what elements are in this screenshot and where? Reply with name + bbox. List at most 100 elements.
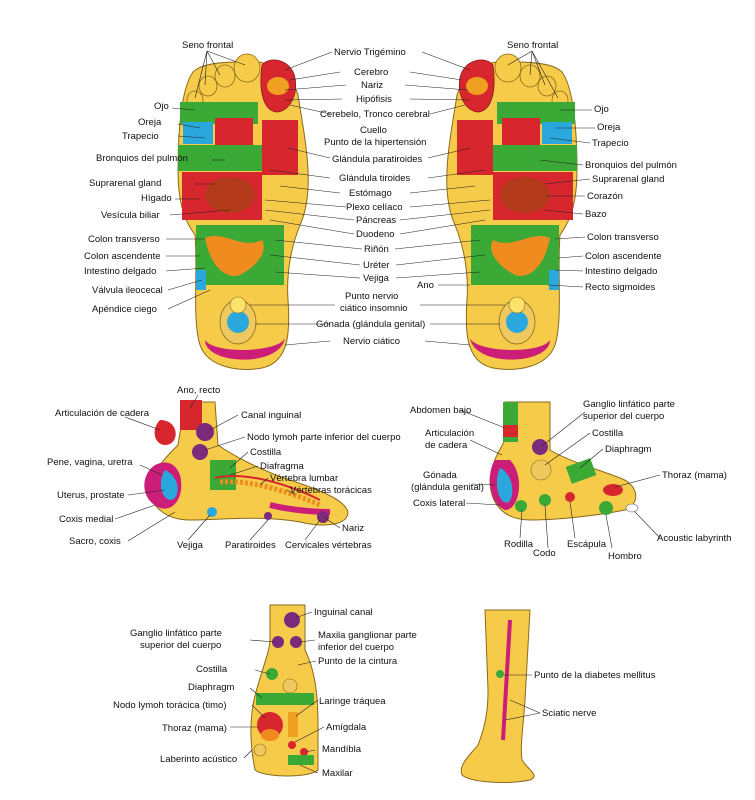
labels-center: Nervio Trigémino Cerebro Nariz Hipófisis… (316, 47, 430, 347)
label-coxis-medial: Coxis medial (59, 514, 113, 525)
label-cervicales: Cervicales vértebras (285, 540, 372, 551)
label-vejiga-inner: Vejiga (177, 540, 204, 551)
label-rinon: Riñón (364, 244, 389, 255)
labels-right-sole: Seno frontal Ojo Oreja Trapecio Bronquio… (417, 40, 677, 293)
label-corazon: Corazón (587, 191, 623, 202)
right-sole (446, 53, 578, 370)
label-canal-inguinal: Canal inguinal (241, 410, 301, 421)
label-oreja-right: Oreja (597, 122, 621, 133)
label-hombro: Hombro (608, 551, 642, 562)
label-costilla-outer: Costilla (592, 428, 624, 439)
label-diaphragm-top: Diaphragm (188, 682, 235, 693)
label-gonada-sole: Gónada (glándula genital) (316, 319, 425, 330)
label-colon-transverso-left: Colon transverso (88, 234, 160, 245)
label-sacro: Sacro, coxis (69, 536, 121, 547)
labels-outer-foot: Abdomen bajo Ganglio linfático parte sup… (410, 399, 731, 562)
label-codo: Codo (533, 548, 556, 559)
label-rodilla: Rodilla (504, 539, 534, 550)
label-punto-nervio: Punto nervio (345, 291, 398, 302)
label-colon-transverso-right: Colon transverso (587, 232, 659, 243)
label-ganglio-superior-outer-1: Ganglio linfático parte (583, 399, 675, 410)
label-vertebra-lumbar: Vértebra lumbar (270, 473, 338, 484)
label-gonada-outer-1: Gónada (423, 470, 458, 481)
labels-inner-foot: Ano, recto Articulación de cadera Canal … (47, 385, 401, 551)
label-suprarenal-left: Suprarenal gland (89, 178, 161, 189)
outer-foot (489, 401, 639, 521)
top-foot (250, 604, 319, 777)
label-ojo-right: Ojo (594, 104, 609, 115)
label-nervio-ciatico: Nervio ciático (343, 336, 400, 347)
label-cerebelo: Cerebelo, Tronco cerebral (320, 109, 430, 120)
label-colon-ascendente-right: Colon ascendente (585, 251, 662, 262)
label-hipertension: Punto de la hipertensión (324, 137, 426, 148)
label-punto-cintura: Punto de la cintura (318, 656, 398, 667)
label-amigdala: Amígdala (326, 722, 367, 733)
label-suprarenal-right: Suprarenal gland (592, 174, 664, 185)
label-ureter: Uréter (363, 260, 389, 271)
labels-top-foot: Inguinal canal Ganglio linfático parte s… (113, 607, 417, 779)
label-gonada-outer-2: (glándula genital) (411, 482, 484, 493)
inner-foot (144, 400, 349, 526)
label-nariz-inner: Nariz (342, 523, 364, 534)
label-hipofisis: Hipófisis (356, 94, 392, 105)
label-articulacion-cadera-inner: Articulación de cadera (55, 408, 150, 419)
label-diabetes: Punto de la diabetes mellitus (534, 670, 656, 681)
label-trapecio-left: Trapecio (122, 131, 159, 142)
label-duodeno: Duodeno (356, 229, 395, 240)
label-ganglio-superior-outer-2: superior del cuerpo (583, 411, 664, 422)
label-seno-frontal-left: Seno frontal (182, 40, 233, 51)
label-bronquios-right: Bronquios del pulmón (585, 160, 677, 171)
label-seno-frontal-right: Seno frontal (507, 40, 558, 51)
label-inguinal-canal: Inguinal canal (314, 607, 373, 618)
label-ojo-left: Ojo (154, 101, 169, 112)
label-paratiroides-inner: Paratiroides (225, 540, 276, 551)
label-pancreas: Páncreas (356, 215, 396, 226)
label-oreja-left: Oreja (138, 117, 162, 128)
label-nodo-inferior: Nodo lymoh parte inferior del cuerpo (247, 432, 401, 443)
label-maxila-ganglionar-1: Maxila ganglionar parte (318, 630, 417, 641)
label-escapula: Escápula (567, 539, 607, 550)
label-acoustic: Acoustic labyrinth (657, 533, 731, 544)
label-valvula: Válvula ileocecal (92, 285, 163, 296)
label-ano: Ano (417, 280, 434, 291)
label-nariz: Nariz (361, 80, 383, 91)
label-costilla-top: Costilla (196, 664, 228, 675)
label-ganglio-superior-top-2: superior del cuerpo (140, 640, 221, 651)
label-diaphragm-outer: Diaphragm (605, 444, 652, 455)
label-coxis-lateral: Coxis lateral (413, 498, 465, 509)
label-sciatic-nerve: Sciatic nerve (542, 708, 596, 719)
label-nodo-toracica: Nodo lymoh torácica (timo) (113, 700, 227, 711)
leader-lines (114, 50, 661, 774)
label-colon-ascendente-left: Colon ascendente (84, 251, 161, 262)
label-abdomen-bajo: Abdomen bajo (410, 405, 471, 416)
label-cuello: Cuello (360, 125, 387, 136)
labels-leg: Punto de la diabetes mellitus Sciatic ne… (534, 670, 656, 719)
left-sole (177, 53, 309, 370)
label-vertebras-toracicas: Vértebras torácicas (290, 485, 372, 496)
label-maxila-ganglionar-2: inferior del cuerpo (318, 642, 394, 653)
label-plexo: Plexo celíaco (346, 202, 403, 213)
label-higado: Hígado (141, 193, 172, 204)
label-laringe: Laringe tráquea (319, 696, 386, 707)
label-articulacion-outer-2: de cadera (425, 440, 468, 451)
labels-left-sole: Seno frontal Ojo Oreja Trapecio Bronquio… (84, 40, 233, 315)
label-cerebro: Cerebro (354, 67, 388, 78)
leg (460, 609, 535, 783)
label-tiroides: Glándula tiroides (339, 173, 411, 184)
label-intestino-left: Intestino delgado (84, 266, 156, 277)
label-apendice: Apéndice ciego (92, 304, 157, 315)
label-pene: Pene, vagina, uretra (47, 457, 133, 468)
label-laberinto: Laberinto acústico (160, 754, 237, 765)
label-estomago: Estómago (349, 188, 392, 199)
label-intestino-right: Intestino delgado (585, 266, 657, 277)
label-ano-recto: Ano, recto (177, 385, 220, 396)
label-mandibla: Mandíbla (322, 744, 362, 755)
label-trapecio-right: Trapecio (592, 138, 629, 149)
label-bronquios-left: Bronquios del pulmón (96, 153, 188, 164)
label-thoraz-outer: Thoraz (mama) (662, 470, 727, 481)
label-articulacion-outer-1: Articulación (425, 428, 474, 439)
label-vesicula: Vesícula biliar (101, 210, 160, 221)
label-diafragma: Diafragma (260, 461, 305, 472)
